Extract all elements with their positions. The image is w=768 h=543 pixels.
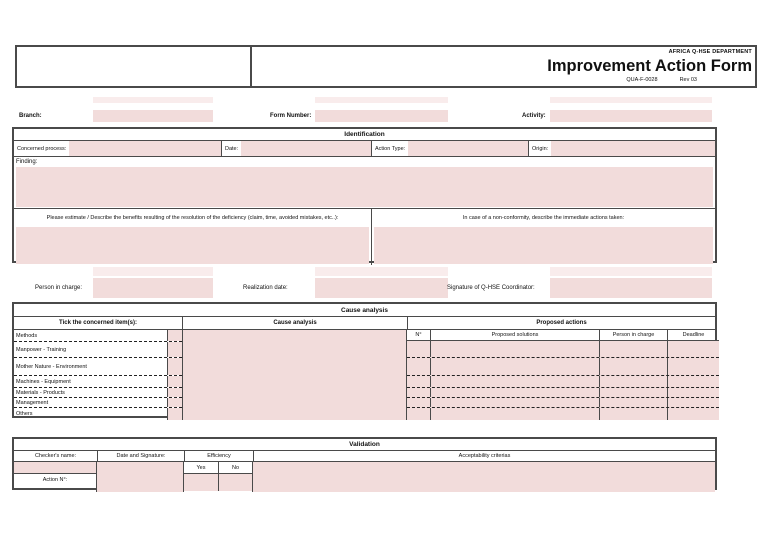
tick-row-manpower: Manpower - Training xyxy=(14,341,182,357)
col-proposed-solutions: Proposed solutions xyxy=(430,330,599,340)
ghost-shade xyxy=(93,267,213,276)
ghost-shade xyxy=(315,267,448,276)
action-type-field[interactable] xyxy=(408,141,528,156)
tick-checkbox-methods[interactable] xyxy=(167,330,182,341)
tick-row-machines: Machines - Equipment xyxy=(14,375,182,387)
person-in-charge-label: Person in charge: xyxy=(35,285,83,291)
origin-label: Origin: xyxy=(532,145,549,152)
checker-name-label: Checker's name: xyxy=(34,453,77,459)
date-field[interactable] xyxy=(241,141,371,156)
action-row[interactable] xyxy=(407,397,719,407)
logo-placeholder xyxy=(17,47,252,86)
cause-analysis-section-title: Cause analysis xyxy=(14,304,715,317)
tick-checkbox-manpower[interactable] xyxy=(167,342,182,357)
proposed-actions-header: Proposed actions xyxy=(407,317,715,329)
col-number: N° xyxy=(415,332,422,338)
col-deadline: Deadline xyxy=(667,330,719,340)
identification-table: Identification Concerned process: Date: … xyxy=(12,127,717,265)
efficiency-yes-checkbox[interactable] xyxy=(184,474,218,491)
cause-analysis-table: Cause analysis Tick the concerned item(s… xyxy=(12,302,719,420)
action-type-label: Action Type: xyxy=(375,145,406,152)
action-row[interactable] xyxy=(407,357,719,375)
form-number-label: Form Number: xyxy=(270,113,312,119)
col-person-in-charge: Person in charge xyxy=(599,330,667,340)
qhse-signature-label: Signature of Q-HSE Coordinator: xyxy=(447,285,535,291)
cause-analysis-header: Cause analysis xyxy=(182,317,407,329)
efficiency-column: Yes No xyxy=(184,462,253,492)
tick-checkbox-machines[interactable] xyxy=(167,376,182,387)
action-row[interactable] xyxy=(407,375,719,387)
doc-code: QUA-F-0028 xyxy=(626,77,658,83)
date-signature-label: Date and Signature: xyxy=(97,451,184,461)
finding-label: Finding: xyxy=(16,159,38,165)
action-number-label: Action N°: xyxy=(42,477,68,483)
immediate-actions-field[interactable] xyxy=(374,227,713,264)
ghost-shade xyxy=(550,267,712,276)
immediate-actions-label: In case of a non-conformity, describe th… xyxy=(462,215,625,221)
checker-column: Action N°: xyxy=(14,462,97,492)
tick-items-header: Tick the concerned item(s): xyxy=(59,320,137,326)
form-number-field[interactable] xyxy=(315,110,448,122)
efficiency-label: Efficiency xyxy=(184,451,253,461)
realization-date-label: Realization date: xyxy=(243,285,288,291)
efficiency-yes-label: Yes xyxy=(196,464,206,471)
tick-checkbox-others[interactable] xyxy=(167,408,182,420)
department-label: AFRICA Q-HSE DEPARTMENT xyxy=(668,49,752,55)
tick-row-management: Management xyxy=(14,397,182,407)
efficiency-no-checkbox[interactable] xyxy=(218,474,252,491)
branch-label: Branch: xyxy=(19,113,42,119)
form-header: AFRICA Q-HSE DEPARTMENT Improvement Acti… xyxy=(15,45,757,88)
action-row[interactable] xyxy=(407,341,719,357)
tick-row-methods: Methods xyxy=(14,330,182,341)
acceptability-label: Acceptability criterias xyxy=(253,451,715,461)
concerned-process-field[interactable] xyxy=(69,141,221,156)
benefits-label: Please estimate / Describe the benefits … xyxy=(46,215,339,221)
validation-section-title: Validation xyxy=(14,439,715,451)
ghost-shade xyxy=(93,97,213,103)
activity-field[interactable] xyxy=(550,110,712,122)
identification-section-title: Identification xyxy=(14,129,715,141)
qhse-signature-field[interactable] xyxy=(550,278,712,298)
person-in-charge-field[interactable] xyxy=(93,278,213,298)
action-row[interactable] xyxy=(407,387,719,397)
activity-label: Activity: xyxy=(522,113,546,119)
concerned-process-label: Concerned process: xyxy=(17,145,67,152)
date-signature-field[interactable] xyxy=(97,462,184,492)
efficiency-no-label: No xyxy=(218,462,252,473)
action-row[interactable] xyxy=(407,407,719,420)
tick-checkbox-materials[interactable] xyxy=(167,388,182,397)
tick-row-mother-nature: Mother Nature - Environment xyxy=(14,357,182,375)
tick-checkbox-management[interactable] xyxy=(167,398,182,407)
doc-revision: Rev 03 xyxy=(679,77,697,83)
finding-field[interactable] xyxy=(16,167,713,207)
acceptability-field[interactable] xyxy=(253,462,715,492)
branch-field[interactable] xyxy=(93,110,213,122)
proposed-actions-table: N° Proposed solutions Person in charge D… xyxy=(407,330,719,420)
origin-field[interactable] xyxy=(551,141,715,156)
checker-name-field[interactable] xyxy=(14,462,96,474)
cause-analysis-field[interactable] xyxy=(182,330,407,420)
benefits-field[interactable] xyxy=(16,227,369,264)
tick-row-materials: Materials - Products xyxy=(14,387,182,397)
tick-items-list: Methods Manpower - Training Mother Natur… xyxy=(14,330,182,420)
validation-table: Validation Checker's name: Date and Sign… xyxy=(12,437,717,492)
realization-date-field[interactable] xyxy=(315,278,448,298)
tick-row-others: Others xyxy=(14,407,182,420)
tick-checkbox-mother-nature[interactable] xyxy=(167,358,182,375)
ghost-shade xyxy=(550,97,712,103)
page-title: Improvement Action Form xyxy=(547,56,752,75)
ghost-shade xyxy=(315,97,448,103)
date-label: Date: xyxy=(225,145,239,152)
